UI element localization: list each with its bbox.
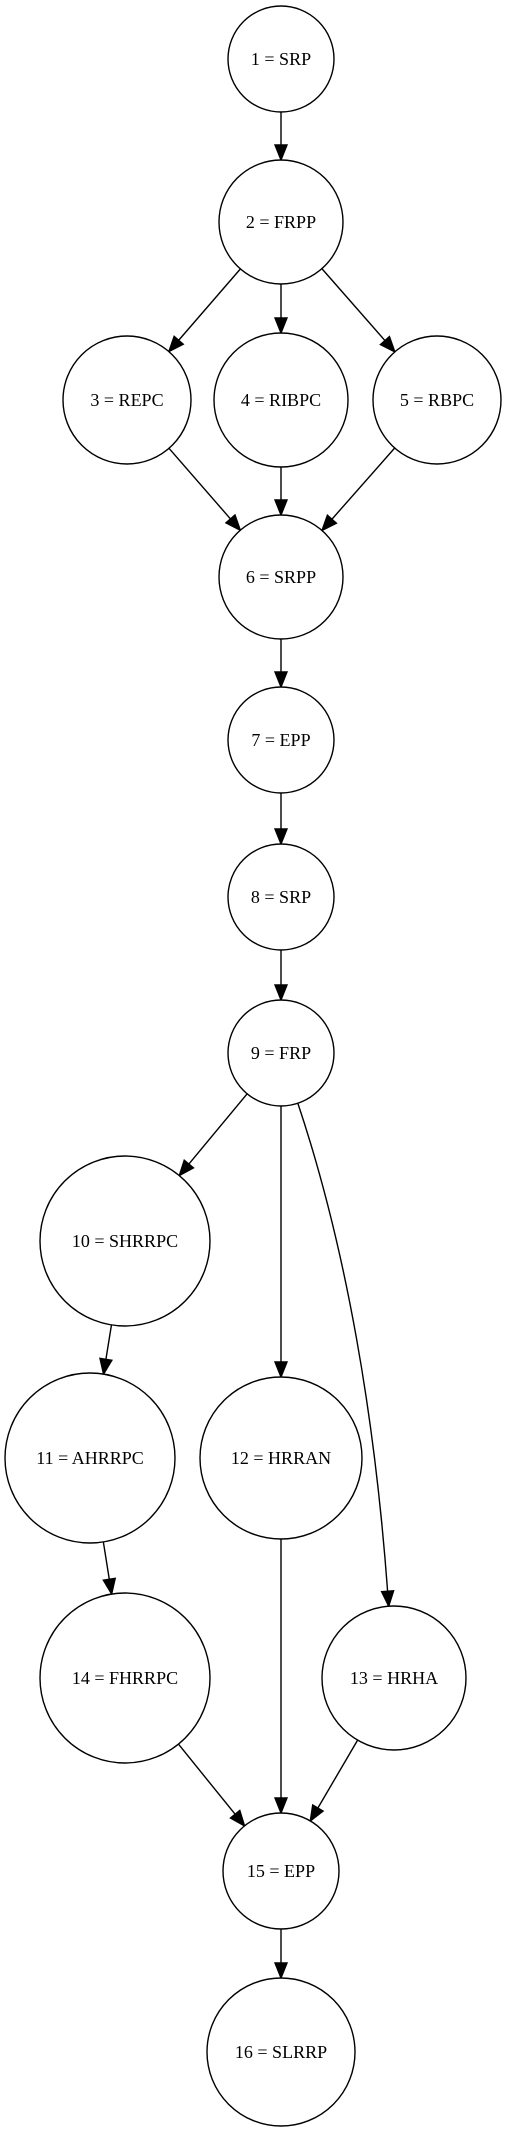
node-n16: 16 = SLRRP: [206, 1977, 356, 2127]
arrow-head-icon: [320, 514, 338, 532]
arrow-head-icon: [273, 1797, 289, 1815]
node-circle: [199, 1376, 363, 1540]
edge-n9-to-n10: [178, 1093, 248, 1178]
edge-n9-to-n12: [273, 1106, 289, 1379]
node-circle: [62, 335, 192, 465]
node-circle: [206, 1977, 356, 2127]
arrow-head-icon: [167, 335, 185, 354]
node-label: 10 = SHRRPC: [72, 1231, 178, 1251]
edge-line: [177, 1743, 236, 1815]
node-circle: [227, 686, 335, 794]
node-n12: 12 = HRRAN: [199, 1376, 363, 1540]
edge-line: [331, 447, 396, 520]
edge-n2-to-n5: [321, 268, 397, 354]
edge-line: [168, 447, 231, 520]
node-n8: 8 = SRP: [227, 843, 335, 951]
arrow-head-icon: [273, 984, 289, 1002]
node-circle: [372, 335, 502, 465]
node-n13: 13 = HRHA: [321, 1605, 467, 1751]
arrow-head-icon: [380, 1590, 395, 1609]
edge-n8-to-n9: [273, 950, 289, 1002]
edge-n3-to-n6: [168, 447, 242, 532]
node-n14: 14 = FHRRPC: [39, 1592, 211, 1764]
edge-n12-to-n15: [273, 1539, 289, 1815]
node-circle: [227, 5, 335, 113]
edge-n11-to-n14: [102, 1541, 117, 1596]
node-label: 2 = FRPP: [246, 212, 316, 232]
edge-n2-to-n4: [273, 284, 289, 335]
node-label: 8 = SRP: [251, 887, 311, 907]
edge-n5-to-n6: [320, 447, 396, 532]
node-label: 11 = AHRRPC: [36, 1448, 144, 1468]
edge-line: [102, 1541, 110, 1580]
edge-n7-to-n8: [273, 793, 289, 846]
arrow-head-icon: [273, 317, 289, 335]
node-label: 15 = EPP: [247, 1861, 315, 1881]
node-n10: 10 = SHRRPC: [39, 1155, 211, 1327]
node-circle: [227, 843, 335, 951]
node-n5: 5 = RBPC: [372, 335, 502, 465]
arrow-head-icon: [273, 828, 289, 846]
node-circle: [218, 514, 344, 640]
node-circle: [222, 1812, 340, 1930]
edge-line: [317, 1739, 359, 1809]
node-n6: 6 = SRPP: [218, 514, 344, 640]
arrow-head-icon: [379, 335, 397, 354]
node-n9: 9 = FRP: [227, 999, 335, 1107]
node-label: 6 = SRPP: [246, 567, 316, 587]
edge-n9-to-n13: [297, 1103, 395, 1609]
node-label: 9 = FRP: [251, 1043, 311, 1063]
arrow-head-icon: [273, 1962, 289, 1980]
node-n15: 15 = EPP: [222, 1812, 340, 1930]
edge-line: [178, 268, 241, 341]
node-label: 16 = SLRRP: [235, 2042, 327, 2062]
node-label: 3 = REPC: [90, 390, 163, 410]
node-n1: 1 = SRP: [227, 5, 335, 113]
node-n4: 4 = RIBPC: [213, 332, 349, 468]
node-n11: 11 = AHRRPC: [4, 1372, 176, 1544]
arrow-head-icon: [178, 1159, 195, 1178]
node-label: 13 = HRHA: [350, 1668, 438, 1688]
edge-n4-to-n6: [273, 467, 289, 517]
node-circle: [218, 159, 344, 285]
edge-n14-to-n15: [177, 1743, 246, 1828]
node-label: 12 = HRRAN: [231, 1448, 331, 1468]
arrow-head-icon: [229, 1809, 246, 1828]
arrow-head-icon: [224, 513, 242, 532]
arrow-head-icon: [99, 1357, 113, 1376]
node-label: 4 = RIBPC: [241, 390, 321, 410]
node-n2: 2 = FRPP: [218, 159, 344, 285]
arrow-head-icon: [273, 499, 289, 517]
arrow-head-icon: [273, 1361, 289, 1379]
node-n7: 7 = EPP: [227, 686, 335, 794]
edge-n13-to-n15: [309, 1739, 359, 1823]
edge-n2-to-n3: [167, 268, 241, 354]
edge-n10-to-n11: [99, 1324, 113, 1376]
node-label: 7 = EPP: [251, 730, 310, 750]
arrow-head-icon: [102, 1577, 117, 1596]
node-label: 5 = RBPC: [400, 390, 474, 410]
edge-line: [105, 1324, 113, 1360]
edge-line: [321, 268, 386, 342]
edge-n15-to-n16: [273, 1929, 289, 1980]
arrow-head-icon: [309, 1803, 325, 1823]
node-circle: [321, 1605, 467, 1751]
edge-n1-to-n2: [273, 112, 289, 162]
node-label: 14 = FHRRPC: [72, 1668, 178, 1688]
edge-n6-to-n7: [273, 639, 289, 689]
nodes-layer: 1 = SRP 2 = FRPP 3 = REPC 4 = RIBPC 5 = RBPC…: [4, 5, 502, 2127]
node-circle: [213, 332, 349, 468]
arrow-head-icon: [273, 671, 289, 689]
node-circle: [4, 1372, 176, 1544]
node-circle: [227, 999, 335, 1107]
edge-line: [188, 1093, 248, 1165]
edge-line: [297, 1103, 389, 1592]
node-circle: [39, 1155, 211, 1327]
edges-layer: [99, 112, 397, 1980]
node-n3: 3 = REPC: [62, 335, 192, 465]
arrow-head-icon: [273, 144, 289, 162]
node-label: 1 = SRP: [251, 49, 311, 69]
node-circle: [39, 1592, 211, 1764]
